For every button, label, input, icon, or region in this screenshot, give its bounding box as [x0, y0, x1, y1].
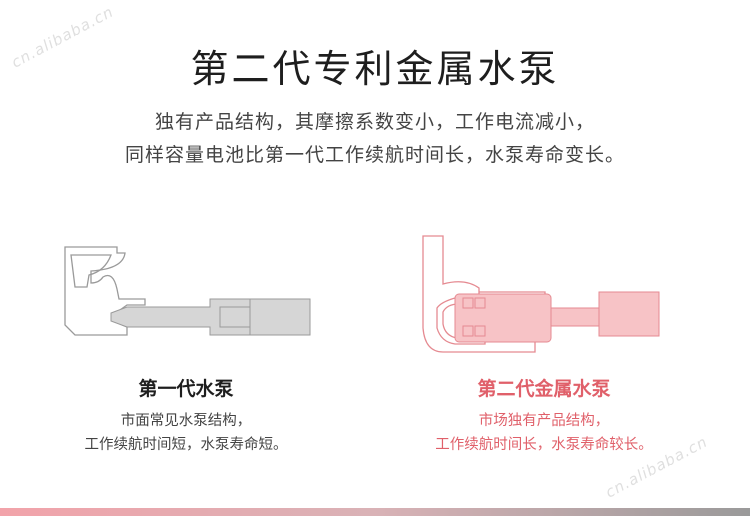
- pump-bearing: [462, 297, 474, 309]
- second-gen-desc-line-1: 市场独有产品结构，: [478, 413, 610, 429]
- pump-shaft-end: [598, 291, 660, 337]
- subtitle-line-2: 同样容量电池比第一代工作续航时间长，水泵寿命变长。: [124, 144, 625, 166]
- pump-housing-outline: [64, 246, 146, 336]
- second-gen-description: 市场独有产品结构， 工作续航时间长，水泵寿命较长。: [384, 409, 704, 457]
- first-gen-description: 市面常见水泵结构， 工作续航时间短，水泵寿命短。: [26, 409, 346, 457]
- pump-bearing: [474, 297, 486, 309]
- second-gen-pump-diagram: [422, 235, 660, 353]
- first-gen-desc-line-2: 工作续航时间短，水泵寿命短。: [84, 437, 288, 453]
- pump-inner-outline: [70, 254, 112, 288]
- first-gen-desc-line-1: 市面常见水泵结构，: [120, 413, 252, 429]
- pump-bearing: [474, 325, 486, 337]
- pump-shaft-pink: [550, 307, 600, 327]
- second-gen-title: 第二代金属水泵: [477, 378, 611, 400]
- pump-shaft-neck: [219, 306, 251, 328]
- pump-shaft-end: [249, 298, 311, 336]
- second-gen-desc-line-2: 工作续航时间长，水泵寿命较长。: [435, 437, 653, 453]
- subtitle-line-1: 独有产品结构，其摩擦系数变小，工作电流减小，: [154, 111, 595, 133]
- first-gen-pump-diagram: [64, 246, 311, 336]
- page-title: 第二代专利金属水泵: [190, 47, 560, 91]
- bottom-gradient-bar: [0, 508, 750, 516]
- first-gen-title: 第一代水泵: [138, 378, 234, 400]
- pump-bearing: [462, 325, 474, 337]
